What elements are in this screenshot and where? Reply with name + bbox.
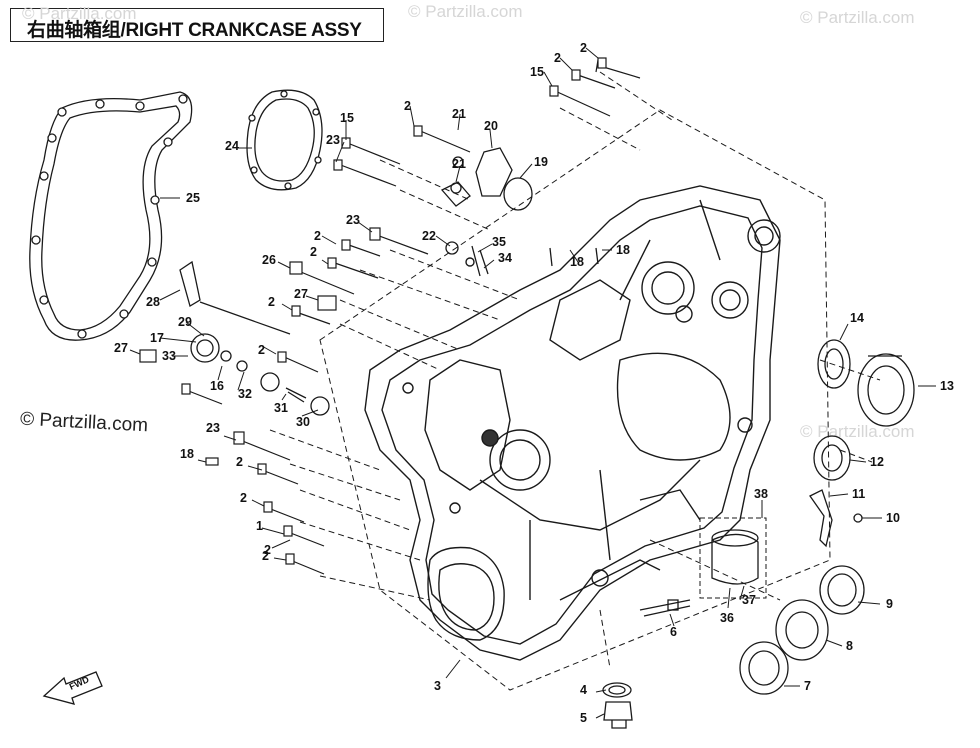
callout-2: 2 (310, 245, 317, 259)
callout-32: 32 (238, 387, 252, 401)
callout-17: 17 (150, 331, 164, 345)
callout-28: 28 (146, 295, 160, 309)
callout-31: 31 (274, 401, 288, 415)
callout-21: 21 (452, 157, 466, 171)
watermark-top-right: © Partzilla.com (800, 8, 915, 27)
callout-35: 35 (492, 235, 506, 249)
callout-12: 12 (870, 455, 884, 469)
gasket-24 (246, 89, 323, 191)
plug-6 (639, 599, 691, 617)
callout-36: 36 (720, 611, 734, 625)
callout-26: 26 (262, 253, 276, 267)
callout-2: 2 (262, 549, 269, 563)
fwd-arrow-icon (42, 671, 103, 705)
callout-27: 27 (294, 287, 308, 301)
callout-21: 21 (452, 107, 466, 121)
callout-30: 30 (296, 415, 310, 429)
callout-2: 2 (264, 543, 271, 557)
bolt-heads (139, 57, 607, 565)
assembly-guides (269, 71, 881, 691)
callout-13: 13 (940, 379, 954, 393)
seal-9 (819, 565, 865, 615)
crankcase-body (364, 185, 781, 661)
callout-11: 11 (852, 487, 865, 501)
watermark-top-center: © Partzilla.com (408, 2, 523, 21)
callout-10: 10 (886, 511, 900, 525)
callout-2: 2 (268, 295, 275, 309)
bearing-13 (857, 353, 915, 427)
gasket-25 (29, 91, 193, 341)
callout-16: 16 (210, 379, 224, 393)
diagram-title: 右曲轴箱组/RIGHT CRANKCASE ASSY (27, 20, 362, 41)
callout-2: 2 (580, 41, 587, 55)
callout-25: 25 (186, 191, 200, 205)
callout-19: 19 (534, 155, 548, 169)
callout-15: 15 (340, 111, 354, 125)
callout-1: 1 (256, 519, 263, 533)
callout-18: 18 (570, 255, 584, 269)
bushing-36-37 (711, 529, 759, 585)
callout-15: 15 (530, 65, 544, 79)
callout-18: 18 (180, 447, 194, 461)
callout-2: 2 (258, 343, 265, 357)
bearing-8 (775, 599, 829, 661)
callout-22: 22 (422, 229, 436, 243)
callout-2: 2 (240, 491, 247, 505)
part-11 (809, 489, 833, 548)
fwd-label: FWD (68, 674, 91, 692)
callout-4: 4 (580, 683, 587, 697)
bearing-12 (813, 435, 851, 481)
callout-29: 29 (178, 315, 192, 329)
callout-20: 20 (484, 119, 498, 133)
callout-8: 8 (846, 639, 853, 653)
callout-7: 7 (804, 679, 811, 693)
callout-24: 24 (225, 139, 239, 153)
callout-23: 23 (346, 213, 360, 227)
callout-23: 23 (206, 421, 220, 435)
leader-lines (129, 47, 936, 719)
bearing-14 (817, 339, 851, 389)
callout-9: 9 (886, 597, 893, 611)
callout-14: 14 (850, 311, 864, 325)
small-parts-left (179, 147, 599, 416)
callout-2: 2 (554, 51, 561, 65)
watermark-top-left: © Partzilla.com (22, 4, 137, 23)
callout-2: 2 (314, 229, 321, 243)
callout-23: 23 (326, 133, 340, 147)
drain-plug-5 (603, 701, 633, 729)
callout-2: 2 (404, 99, 411, 113)
callout-18: 18 (616, 243, 630, 257)
seal-7 (739, 641, 789, 695)
callout-3: 3 (434, 679, 441, 693)
callout-34: 34 (498, 251, 512, 265)
callout-6: 6 (670, 625, 677, 639)
bolt-group (185, 59, 641, 575)
washer-4 (602, 682, 632, 698)
callout-37: 37 (742, 593, 756, 607)
callout-38: 38 (754, 487, 768, 501)
title-box: 右曲轴箱组/RIGHT CRANKCASE ASSY (10, 8, 384, 42)
screw-10 (853, 513, 863, 523)
box-38 (699, 517, 767, 599)
callout-5: 5 (580, 711, 587, 725)
callout-27: 27 (114, 341, 128, 355)
callout-2: 2 (236, 455, 243, 469)
callout-33: 33 (162, 349, 176, 363)
